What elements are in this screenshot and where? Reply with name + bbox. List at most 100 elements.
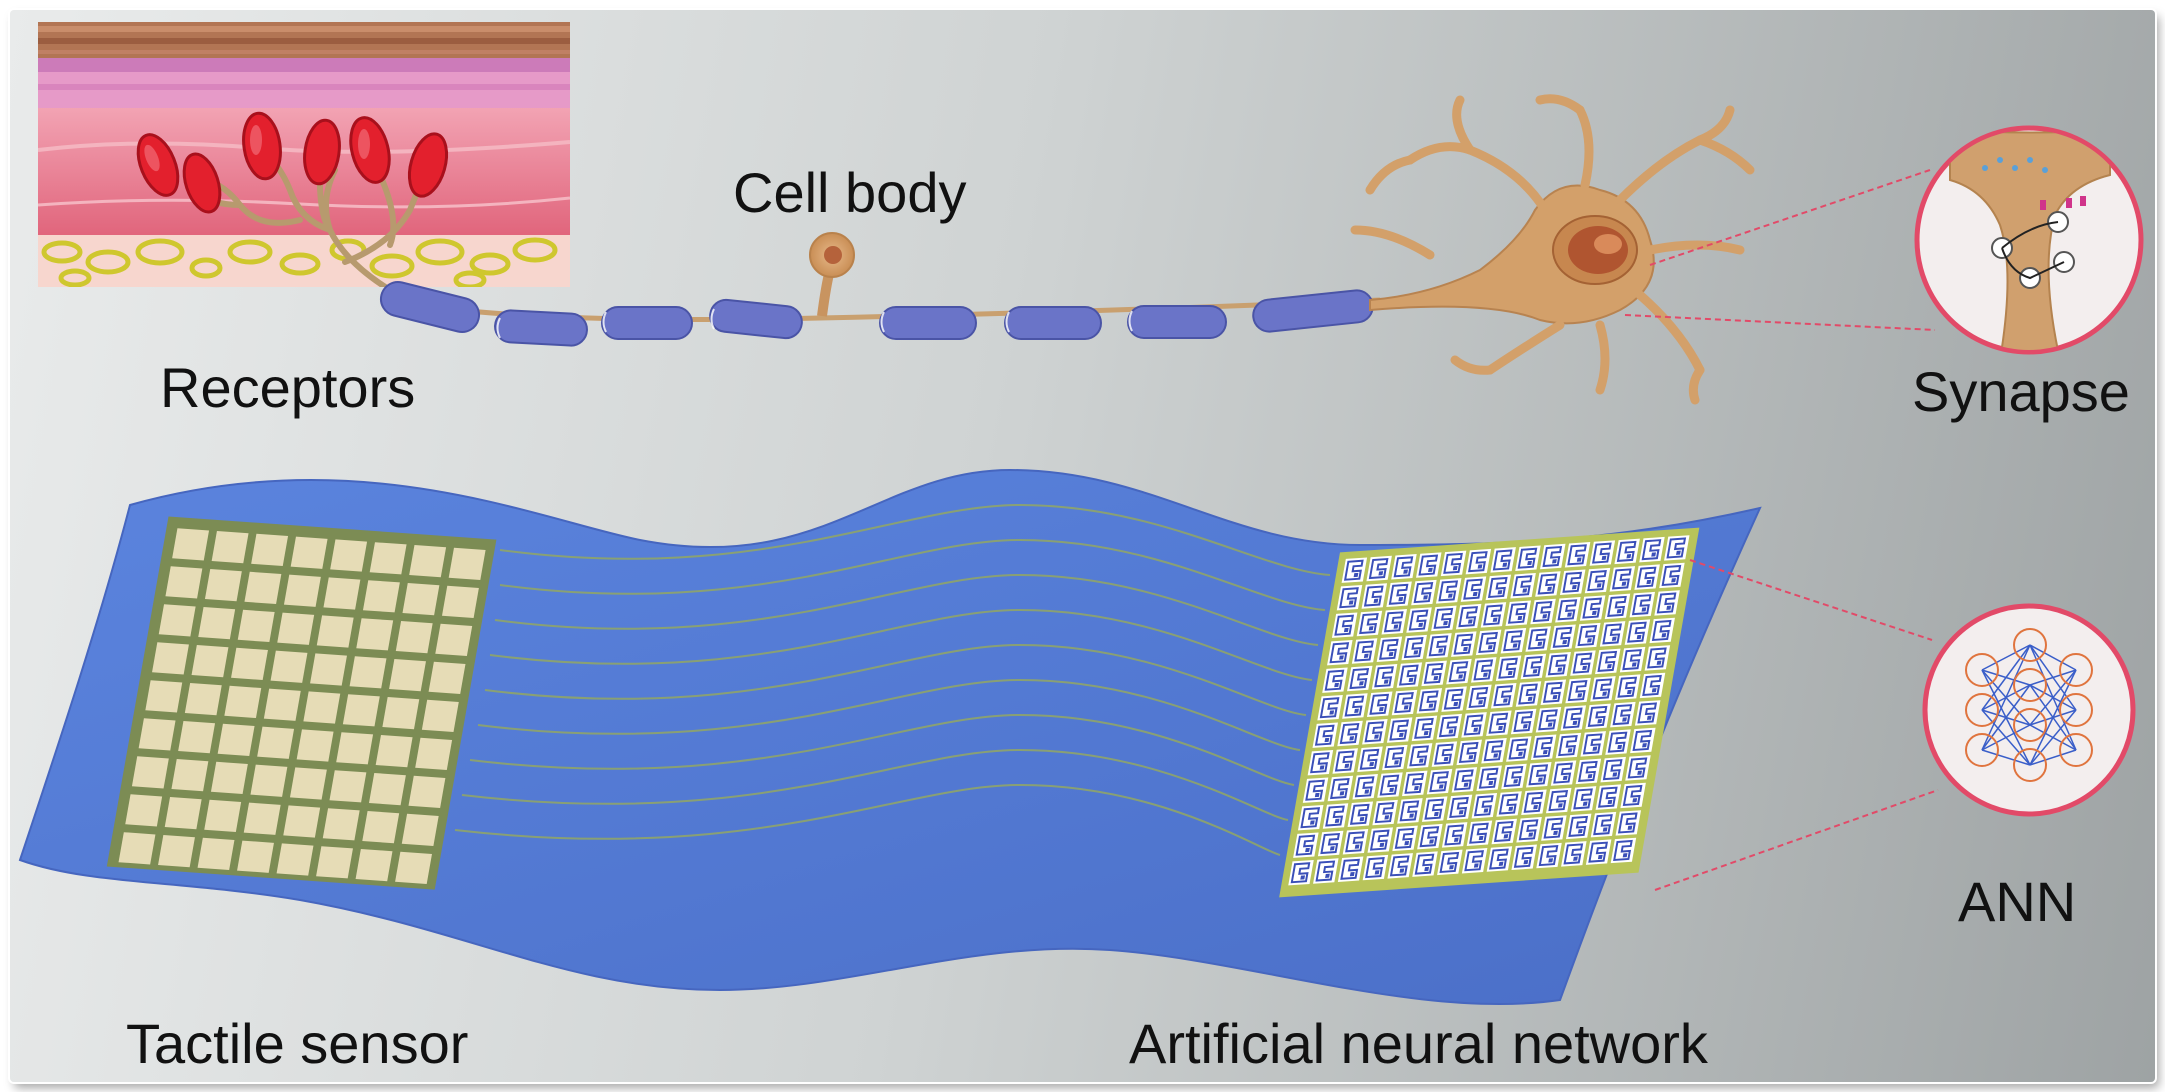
sensor-tile [375, 734, 413, 768]
ann-edge [2029, 669, 2077, 766]
sensor-tile [158, 835, 195, 868]
sensor-tile [362, 580, 400, 613]
sensor-tile [355, 848, 393, 882]
ann-chip-cell [1331, 612, 1358, 638]
sensor-tile [237, 609, 275, 643]
sensor-tile [165, 566, 203, 599]
sensor-tile [276, 843, 314, 876]
label-receptors: Receptors [160, 356, 416, 419]
sensor-tile [316, 846, 353, 879]
ann-chip-cell [1406, 743, 1433, 769]
ann-chip-cell [1561, 841, 1587, 867]
ann-chip-cell [1525, 626, 1551, 652]
sensor-tile [382, 696, 420, 730]
ann-chip-cell [1366, 555, 1392, 582]
ann-chip-cell [1411, 579, 1437, 606]
ann-chip-cell [1490, 682, 1517, 709]
ann-chip-cell [1595, 784, 1622, 810]
sensor-tile [211, 531, 249, 564]
ann-chip-cell [1421, 796, 1448, 822]
ann-edge [1981, 749, 2031, 766]
sensor-tile [152, 642, 189, 675]
ann-chip-cell [1460, 576, 1487, 602]
sensor-tile [210, 761, 248, 795]
sensor-tile [277, 612, 315, 645]
sensor-tile [257, 726, 295, 759]
ann-edge [2029, 749, 2077, 766]
ann-chip-cell [1614, 674, 1641, 700]
sensor-tile [368, 772, 406, 806]
ann-chip-cell [1530, 598, 1556, 625]
ann-chip-cell [1570, 786, 1597, 812]
ann-chip-cell [1639, 536, 1665, 563]
sensor-tile [362, 810, 400, 844]
ann-chip-cell [1327, 639, 1353, 666]
sensor-tile [138, 718, 176, 751]
ann-chip-cell [1485, 574, 1512, 601]
ann-chip-cell [1610, 701, 1636, 728]
sensor-tile [198, 607, 236, 640]
ann-chip-cell [1614, 538, 1640, 565]
ann-chip-cell [1535, 707, 1562, 733]
ann-chip-cell [1515, 681, 1542, 707]
sensor-tile [251, 533, 289, 567]
ann-chip-cell [1584, 567, 1611, 594]
sensor-tile [401, 813, 439, 847]
ann-chip-cell [1540, 679, 1567, 706]
ann-chip-cell [1545, 787, 1572, 814]
ann-chip-cell [1357, 746, 1383, 773]
sensor-tile [171, 759, 209, 792]
sensor-tile [224, 685, 262, 719]
ann-chip-cell [1386, 581, 1412, 608]
ann-chip-cell [1541, 815, 1567, 841]
ann-chip-cell [1436, 713, 1463, 740]
ann-chip-cell [1347, 801, 1374, 828]
fat-cells [41, 237, 558, 287]
ann-chip-cell [1520, 653, 1547, 680]
ann-chip-cell [1625, 755, 1651, 781]
ann-chip-cell [1521, 789, 1547, 816]
ann-edge [2029, 669, 2077, 726]
ann-chip-cell [1506, 736, 1532, 762]
ann-chip-cell [1372, 799, 1398, 826]
ann-chip-cell [1361, 583, 1388, 609]
ann-chip-cell [1540, 543, 1566, 570]
ann-chip-cell [1475, 629, 1502, 656]
sensor-tile [349, 656, 387, 689]
ann-chip-cell [1490, 547, 1516, 573]
ann-node [2013, 748, 2047, 782]
ann-chip-cell [1437, 849, 1463, 876]
ann-chip-cell [1585, 839, 1612, 865]
ann-chip-cell [1446, 658, 1472, 685]
sensor-tile [164, 797, 202, 830]
ann-chip-cell [1664, 535, 1690, 561]
ann-chip-cell [1322, 667, 1348, 693]
sensor-tile [389, 658, 426, 692]
ann-chip-cell [1516, 817, 1542, 843]
ann-chip-cell [1526, 762, 1552, 788]
ann-chip-cell [1347, 665, 1373, 692]
sensor-tile [329, 770, 367, 803]
ann-chip-cell [1585, 703, 1611, 730]
ann-node [1965, 653, 1999, 687]
sensor-tile [421, 699, 459, 733]
sensor-tile [323, 577, 361, 610]
ann-chip-cell [1555, 732, 1582, 759]
ann-edge [2029, 709, 2077, 766]
ann-chip-cell [1441, 822, 1468, 848]
ann-chip-cell [1342, 829, 1369, 855]
ann-chip-cell [1417, 823, 1443, 850]
sensor-tile [322, 808, 360, 841]
sensor-tile [289, 767, 327, 800]
sensor-tile [342, 694, 380, 727]
ann-chip-cell [1560, 705, 1587, 731]
sensor-tile [428, 661, 466, 695]
ann-chip-cell [1545, 652, 1571, 678]
ann-chip-cell [1570, 650, 1596, 676]
sensor-tile [402, 582, 440, 616]
sensor-tile [270, 650, 308, 683]
sensor-tile [448, 547, 486, 581]
ann-chip-cell [1595, 648, 1621, 675]
sensor-tile [204, 569, 242, 602]
